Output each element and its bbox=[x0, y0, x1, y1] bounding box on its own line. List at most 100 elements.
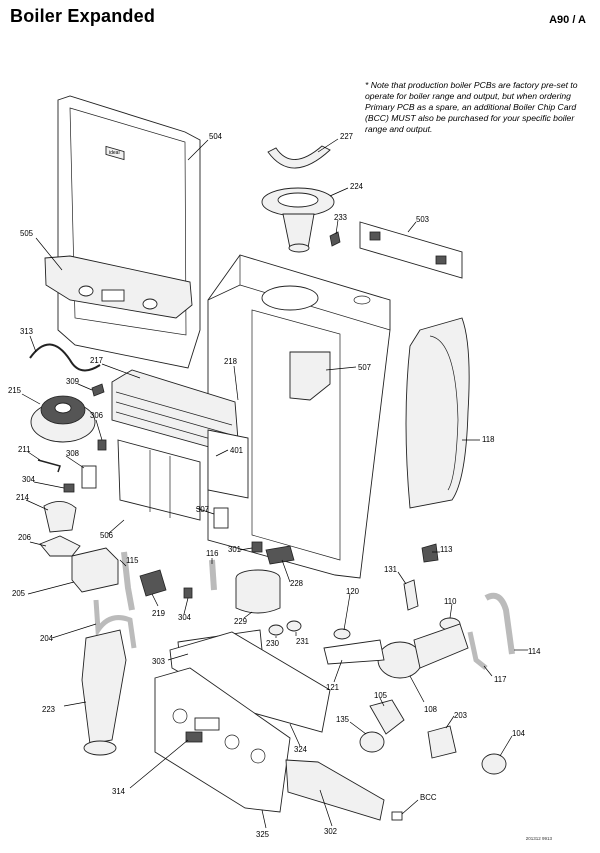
part-105 bbox=[369, 699, 405, 735]
callout-230: 230 bbox=[266, 639, 280, 648]
callout-506: 506 bbox=[100, 531, 113, 540]
callout-228: 228 bbox=[290, 579, 303, 588]
part-228 bbox=[265, 545, 295, 565]
case-brand-label: ideal bbox=[109, 150, 120, 156]
part-314 bbox=[185, 731, 203, 743]
pipe-115 bbox=[121, 551, 135, 611]
callout-bcc: BCC bbox=[420, 793, 437, 802]
pipe-117 bbox=[467, 631, 488, 670]
model-code: A90 / A bbox=[549, 14, 586, 26]
callout-131: 131 bbox=[384, 565, 397, 574]
pump-108 bbox=[377, 623, 469, 679]
part-304a bbox=[63, 483, 75, 493]
pipe-204 bbox=[93, 599, 137, 649]
part-223 bbox=[81, 629, 127, 756]
callout-306: 306 bbox=[90, 411, 103, 420]
callout-313: 313 bbox=[20, 327, 33, 336]
front-case-504: ideal bbox=[57, 95, 201, 369]
callout-304a: 304 bbox=[22, 475, 36, 484]
callout-110: 110 bbox=[444, 597, 457, 606]
callout-314: 314 bbox=[112, 787, 126, 796]
callout-115: 115 bbox=[126, 556, 139, 565]
expansion-vessel-118 bbox=[405, 317, 470, 509]
page-title: Boiler Expanded bbox=[10, 6, 156, 26]
callout-219: 219 bbox=[152, 609, 165, 618]
callout-303: 303 bbox=[152, 657, 165, 666]
part-135 bbox=[359, 731, 385, 753]
callout-223: 223 bbox=[42, 705, 55, 714]
pipe-116 bbox=[209, 559, 217, 591]
part-230 bbox=[268, 624, 284, 636]
control-fascia-505 bbox=[44, 255, 193, 319]
seal-ring-227 bbox=[267, 145, 331, 169]
callout-307: 307 bbox=[196, 505, 209, 514]
callout-229: 229 bbox=[234, 617, 247, 626]
wall-bracket-503 bbox=[359, 221, 463, 279]
callout-224: 224 bbox=[350, 182, 364, 191]
fan-215 bbox=[30, 395, 96, 443]
part-507 bbox=[289, 351, 331, 401]
bcc-card bbox=[391, 811, 403, 821]
gas-valve-205 bbox=[71, 547, 119, 593]
callout-214: 214 bbox=[16, 493, 30, 502]
part-219 bbox=[139, 569, 167, 597]
callout-309: 309 bbox=[66, 377, 79, 386]
part-131 bbox=[403, 579, 419, 611]
callout-301: 301 bbox=[228, 545, 241, 554]
callout-217: 217 bbox=[90, 356, 103, 365]
pipe-121 bbox=[323, 639, 385, 665]
callout-114: 114 bbox=[528, 647, 541, 656]
callout-231: 231 bbox=[296, 637, 309, 646]
pcb-302 bbox=[285, 759, 385, 821]
leader-lines bbox=[21, 138, 528, 829]
callout-215: 215 bbox=[8, 386, 22, 395]
part-307 bbox=[213, 507, 229, 529]
callout-113: 113 bbox=[440, 545, 452, 554]
callout-116: 116 bbox=[206, 549, 218, 558]
callout-135: 135 bbox=[336, 715, 350, 724]
callout-211: 211 bbox=[18, 445, 30, 454]
callout-304b: 304 bbox=[178, 613, 192, 622]
part-306 bbox=[97, 439, 107, 451]
pipe-114 bbox=[484, 592, 515, 655]
part-231 bbox=[286, 620, 302, 632]
part-304b bbox=[183, 587, 193, 599]
callout-labels: 504 227 224 233 503 505 313 217 218 507 … bbox=[8, 132, 541, 839]
reference-code: 201312 9913 bbox=[525, 836, 552, 841]
callout-507: 507 bbox=[358, 363, 371, 372]
callout-503: 503 bbox=[416, 215, 429, 224]
callout-117: 117 bbox=[494, 675, 506, 684]
part-104 bbox=[481, 753, 507, 775]
callout-105: 105 bbox=[374, 691, 388, 700]
callout-108: 108 bbox=[424, 705, 437, 714]
sensor-lead-313 bbox=[29, 343, 101, 372]
callout-121: 121 bbox=[326, 683, 339, 692]
callout-505: 505 bbox=[20, 229, 34, 238]
part-214 bbox=[43, 501, 77, 533]
callout-206: 206 bbox=[18, 533, 31, 542]
part-206 bbox=[39, 535, 81, 557]
callout-308: 308 bbox=[66, 449, 79, 458]
part-309 bbox=[91, 383, 105, 397]
callout-227: 227 bbox=[340, 132, 353, 141]
bottom-tray-325 bbox=[154, 667, 291, 813]
callout-204: 204 bbox=[40, 634, 54, 643]
callout-218: 218 bbox=[224, 357, 237, 366]
callout-325: 325 bbox=[256, 830, 270, 839]
part-203 bbox=[427, 725, 457, 759]
callout-302: 302 bbox=[324, 827, 337, 836]
part-401 bbox=[207, 429, 249, 499]
part-308 bbox=[81, 465, 97, 489]
part-113 bbox=[421, 543, 439, 563]
lower-case-324 bbox=[169, 631, 331, 733]
callout-120: 120 bbox=[346, 587, 360, 596]
part-233 bbox=[329, 231, 341, 247]
callout-203: 203 bbox=[454, 711, 467, 720]
part-211 bbox=[37, 459, 61, 473]
callout-401: 401 bbox=[230, 446, 243, 455]
flue-turret-224 bbox=[261, 187, 335, 253]
callout-324: 324 bbox=[294, 745, 308, 754]
pcb-note: * Note that production boiler PCBs are f… bbox=[365, 80, 578, 134]
part-301 bbox=[251, 541, 263, 553]
